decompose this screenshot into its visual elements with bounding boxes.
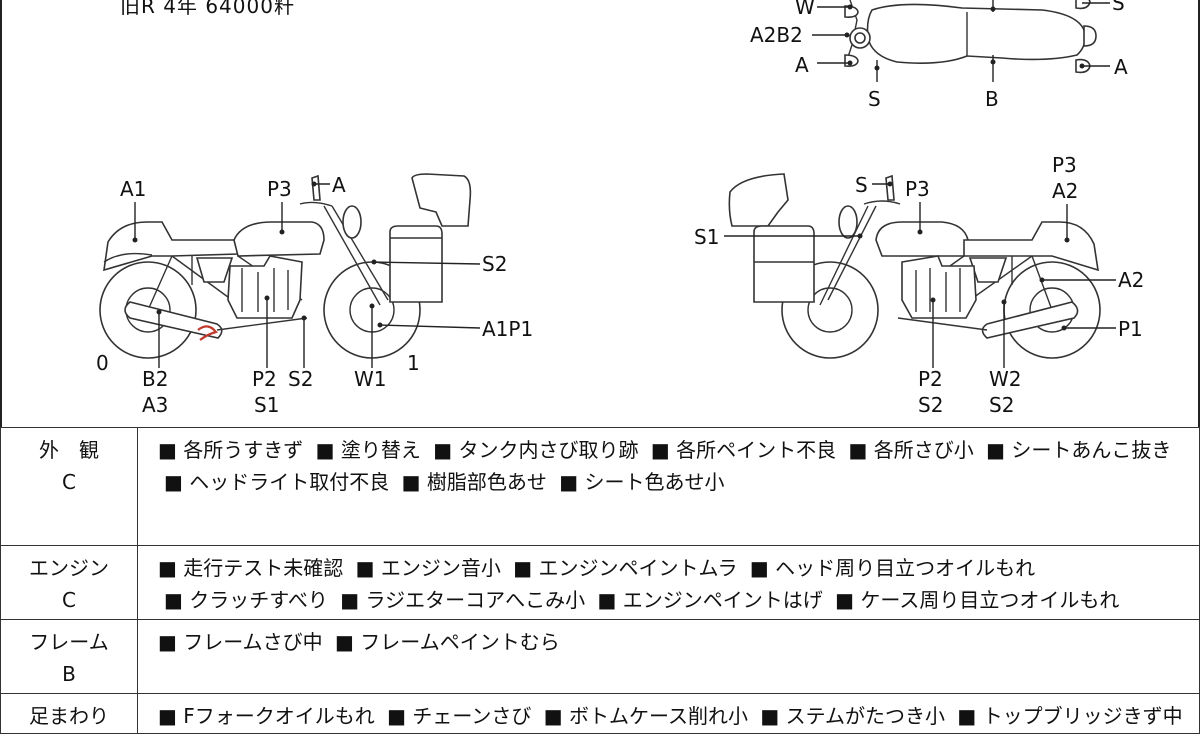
category-label: 外 観 [39, 438, 99, 462]
items-cell: フレームさび中 フレームペイントむら [137, 619, 1200, 694]
items-cell: 各所うすきず 塗り替え タンク内さび取り跡 各所ペイント不良 各所さび小 シート… [137, 427, 1200, 546]
top-label-w: W [795, 0, 815, 19]
condition-item: フレームペイントむら [335, 630, 560, 654]
condition-item: 走行テスト未確認 [158, 556, 343, 580]
grade-table: 外 観 C 各所うすきず 塗り替え タンク内さび取り跡 各所ペイント不良 各所さ… [0, 427, 1200, 734]
condition-item: トップブリッジきず中 [957, 704, 1182, 728]
left-label-b2: B2 [142, 367, 168, 391]
left-label-0: 0 [96, 351, 109, 375]
right-fuel-tank [875, 221, 969, 257]
condition-item: フレームさび中 [158, 630, 323, 654]
condition-item: ステムがたつき小 [760, 704, 945, 728]
top-label-a2b2: A2B2 [750, 23, 803, 47]
condition-item: エンジンペイントムラ [513, 556, 737, 580]
condition-item: 各所ペイント不良 [651, 438, 836, 462]
condition-item: ヘッドライト取付不良 [164, 470, 389, 494]
motorcycle-diagrams: W S A2B2 A S B A [96, 0, 1144, 417]
grade-row-frame: フレーム B フレームさび中 フレームペイントむら [0, 619, 1200, 694]
left-label-a3: A3 [142, 393, 168, 417]
condition-item: ケース周り目立つオイルもれ [835, 588, 1119, 612]
category-cell: エンジン C [0, 545, 138, 620]
right-engine [901, 255, 977, 319]
condition-item: クラッチすべり [164, 588, 328, 612]
right-label-a2: A2 [1118, 268, 1144, 292]
top-label-b: B [985, 87, 999, 111]
grade-row-engine: エンジン C 走行テスト未確認 エンジン音小 エンジンペイントムラ ヘッド周り目… [0, 545, 1200, 620]
condition-item: 樹脂部色あせ [402, 470, 547, 494]
items-cell: Fフォークオイルもれ チェーンさび ボトムケース削れ小 ステムがたつき小 トップ… [137, 693, 1200, 734]
left-label-s1: S1 [254, 393, 279, 417]
top-label-s-bottom: S [868, 87, 881, 111]
left-label-p2: P2 [252, 367, 277, 391]
condition-item: エンジン音小 [356, 556, 501, 580]
right-label-p3-tank: P3 [905, 177, 930, 201]
left-label-1: 1 [407, 351, 420, 375]
right-exhaust [981, 301, 1079, 339]
category-cell: フレーム B [0, 619, 138, 694]
header-text: 旧R 4年 64000粁 [120, 0, 295, 18]
condition-item: 塗り替え [316, 438, 421, 462]
top-label-a-right: A [1114, 55, 1128, 79]
left-fuel-tank [233, 221, 325, 257]
right-label-s2-left: S2 [918, 393, 943, 417]
left-label-s2-right: S2 [482, 252, 507, 276]
left-label-s2-bottom: S2 [288, 367, 313, 391]
category-label: 足まわり [29, 704, 109, 728]
category-label: エンジン [29, 556, 109, 580]
condition-item: 各所うすきず [158, 438, 303, 462]
left-label-a1p1: A1P1 [482, 317, 533, 341]
condition-item: ボトムケース削れ小 [544, 704, 748, 728]
category-grade: C [62, 470, 76, 494]
right-label-p1: P1 [1118, 317, 1143, 341]
left-side-view-diagram: A1 P3 A S2 A1P1 0 B2 A3 P2 S1 S2 [96, 173, 533, 417]
top-label-s-right: S [1112, 0, 1125, 15]
top-view-taillight [1083, 25, 1097, 47]
right-label-s2-right: S2 [989, 393, 1014, 417]
damage-diagram-panel: 旧R 4年 64000粁 W S A2B2 [0, 0, 1200, 428]
left-headlight [342, 205, 362, 239]
condition-item: シート色あせ小 [559, 470, 724, 494]
left-label-a1: A1 [120, 177, 146, 201]
condition-item: エンジンペイントはげ [597, 588, 822, 612]
condition-item: タンク内さび取り跡 [433, 438, 638, 462]
right-label-s: S [855, 173, 868, 197]
right-label-p2: P2 [918, 367, 943, 391]
category-grade: B [62, 662, 76, 686]
items-cell: 走行テスト未確認 エンジン音小 エンジンペイントムラ ヘッド周り目立つオイルもれ… [137, 545, 1200, 620]
condition-item: 各所さび小 [849, 438, 974, 462]
right-front-cowl [728, 173, 789, 227]
condition-item: Fフォークオイルもれ [158, 704, 375, 728]
right-label-a2-tail: A2 [1052, 179, 1078, 203]
left-damage-mark [197, 325, 218, 341]
left-label-w1: W1 [354, 367, 387, 391]
top-label-a-left: A [795, 53, 809, 77]
category-cell: 足まわり [0, 693, 138, 734]
condition-item: シートあんこ抜き [986, 438, 1171, 462]
right-side-case [753, 225, 815, 303]
top-view-body [866, 3, 1086, 64]
left-label-a: A [332, 173, 346, 197]
grade-row-exterior: 外 観 C 各所うすきず 塗り替え タンク内さび取り跡 各所ペイント不良 各所さ… [0, 427, 1200, 546]
category-label: フレーム [29, 630, 109, 654]
condition-item: ラジエターコアへこみ小 [340, 588, 585, 612]
category-grade: C [62, 588, 76, 612]
right-side-view-diagram: S P3 P3 A2 S1 A2 P1 P2 S2 W2 S2 [694, 153, 1144, 417]
top-view-diagram: W S A2B2 A S B A [750, 0, 1128, 111]
category-cell: 外 観 C [0, 427, 138, 546]
right-label-s1: S1 [694, 225, 719, 249]
right-label-w2: W2 [989, 367, 1022, 391]
left-engine [227, 255, 303, 319]
right-seat-tail [963, 221, 1099, 272]
condition-item: ヘッド周り目立つオイルもれ [750, 556, 1035, 580]
right-label-p3-tail: P3 [1052, 153, 1077, 177]
grade-row-suspension: 足まわり Fフォークオイルもれ チェーンさび ボトムケース削れ小 ステムがたつき… [0, 693, 1200, 734]
right-headlight [838, 205, 858, 239]
left-side-case [389, 225, 443, 303]
left-label-p3: P3 [267, 177, 292, 201]
condition-item: チェーンさび [387, 704, 531, 728]
left-front-cowl [411, 173, 472, 227]
